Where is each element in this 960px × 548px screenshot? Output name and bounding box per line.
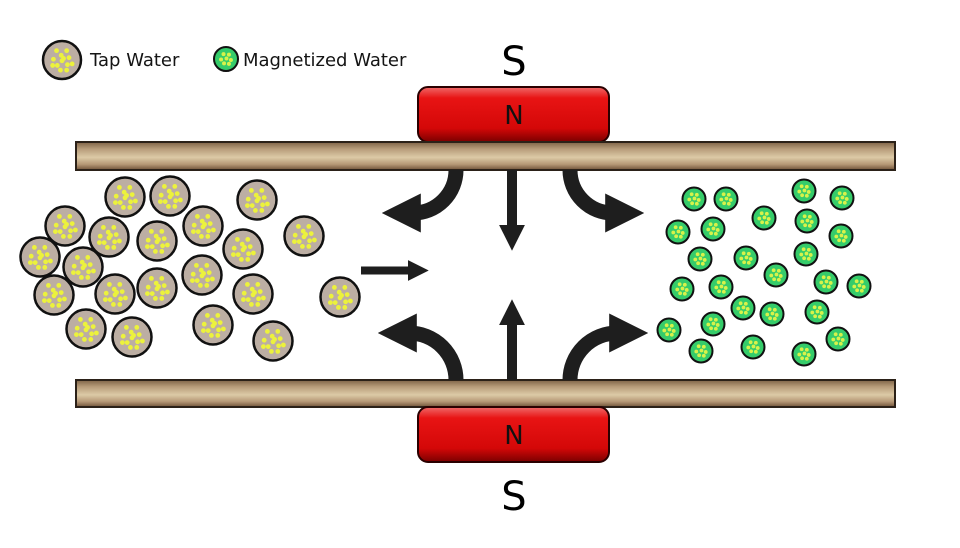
bottom-magnet-north-pole-label: N (504, 421, 523, 451)
magnetized-water-legend-circle (213, 46, 239, 72)
tap-water-particle (88, 216, 130, 258)
legend-label-tap-water: Tap Water (89, 50, 180, 71)
tap-water-particle (111, 316, 153, 358)
curved-arrow-bottom-left-icon (377, 313, 464, 381)
magnetized-water-particle (688, 338, 714, 364)
magnetized-water-particle (687, 246, 713, 272)
curved-arrow-top-right-icon (562, 169, 645, 233)
tap-water-particle (136, 220, 178, 262)
magnetic-field-arrows (361, 169, 649, 381)
tap-water-particles (19, 175, 361, 362)
magnetized-water-particle (733, 245, 759, 271)
magnetized-water-particle (794, 208, 820, 234)
tap-water-particle (236, 179, 278, 221)
top-magnet-north-pole-label: N (504, 101, 523, 131)
tap-water-particle (222, 228, 264, 270)
curved-arrow-bottom-right-icon (562, 313, 649, 381)
magnetized-water-particle (825, 326, 851, 352)
magnetized-water-particle (763, 262, 789, 288)
magnetized-water-particle (804, 299, 830, 325)
magnetized-water-particle (751, 205, 777, 231)
top-magnet-south-pole-label: S (501, 39, 526, 85)
pipe-bottom-wall (75, 379, 896, 408)
tap-water-particle (182, 205, 224, 247)
magnetized-water-particle (740, 334, 766, 360)
bottom-magnet-body (417, 406, 610, 463)
magnetized-water-particle (829, 185, 855, 211)
tap-water-particle (149, 175, 191, 217)
magnetized-water-particle (656, 317, 682, 343)
magnetized-water-particle (708, 274, 734, 300)
tap-water-particle (94, 273, 136, 315)
magnetized-water-particle (793, 241, 819, 267)
legend-label-magnetized-water: Magnetized Water (243, 50, 407, 71)
top-magnet: S N (417, 39, 610, 143)
legend-item-tap-water: Tap Water (41, 39, 180, 81)
tap-water-particle (44, 205, 86, 247)
magnetized-water-particle (813, 269, 839, 295)
magnetized-water-particle (730, 295, 756, 321)
tap-water-legend-circle (41, 39, 83, 81)
magnetized-water-particle (713, 186, 739, 212)
magnetized-water-particle (759, 301, 785, 327)
magnetized-water-particle (665, 219, 691, 245)
tap-water-particle (136, 267, 178, 309)
magnetized-water-particle-icon (213, 46, 239, 72)
magnetized-water-particle (828, 223, 854, 249)
magnetized-water-particle (700, 216, 726, 242)
tap-water-particle-icon (41, 39, 83, 81)
bottom-magnet: N S (417, 406, 610, 520)
magnetized-water-particle (681, 186, 707, 212)
tap-water-particle (192, 304, 234, 346)
magnetized-water-particle (791, 178, 817, 204)
magnetized-water-particle (669, 276, 695, 302)
bottom-magnet-south-pole-label: S (501, 474, 526, 520)
pipe-top-wall (75, 141, 896, 171)
tap-water-particle (62, 246, 104, 288)
curved-arrow-top-left-icon (381, 169, 464, 233)
magnetized-water-particle (791, 341, 817, 367)
tap-water-particle (104, 176, 146, 218)
tap-water-particle (65, 308, 107, 350)
tap-water-particle (232, 273, 274, 315)
legend: Tap Water Magnetized Water (41, 39, 407, 81)
tap-water-particle (319, 276, 361, 318)
tap-water-particle (19, 236, 61, 278)
tap-water-particle (252, 320, 294, 362)
tap-water-particle (33, 274, 75, 316)
magnetized-water-particle (846, 273, 872, 299)
magnetized-water-particles (656, 178, 872, 367)
tap-water-particle (283, 215, 325, 257)
tap-water-particle (181, 254, 223, 296)
legend-item-magnetized-water: Magnetized Water (213, 46, 407, 72)
magnetized-water-particle (700, 311, 726, 337)
